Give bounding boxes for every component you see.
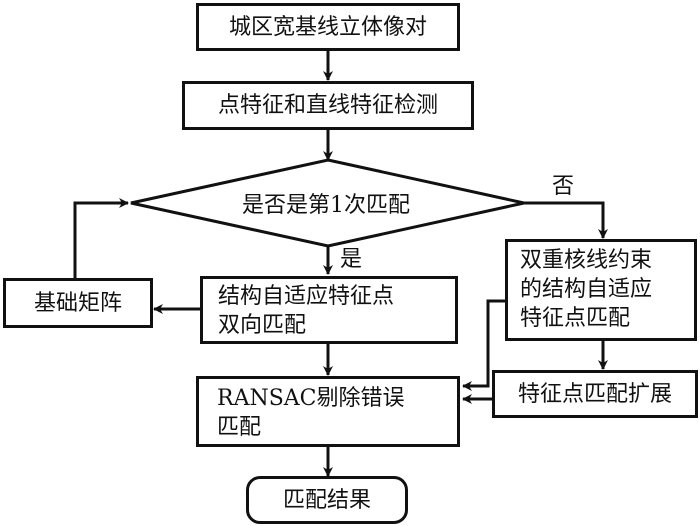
node-decision-label: 是否是第1次匹配	[242, 193, 410, 218]
node-epipolar-line-2: 的结构自适应	[520, 277, 653, 302]
node-bidir-line-1: 结构自适应特征点	[218, 284, 395, 309]
node-ransac: RANSAC剔除错误 匹配	[196, 376, 460, 447]
node-input-label: 城区宽基线立体像对	[228, 14, 427, 40]
edge-label-no: 否	[552, 174, 575, 199]
arrow-decision-to-epipolar	[524, 201, 608, 239]
node-epipolar-matching: 双重核线约束 的结构自适应 特征点匹配	[505, 239, 697, 341]
node-input: 城区宽基线立体像对	[196, 3, 460, 51]
arrow-epipolar-to-ransac	[462, 299, 508, 391]
node-ransac-line-1: RANSAC剔除错误	[217, 386, 405, 411]
node-fundamental-matrix: 基础矩阵	[3, 278, 153, 328]
node-detect-label: 点特征和直线特征检测	[217, 93, 438, 118]
node-result-label: 匹配结果	[282, 487, 371, 513]
node-expand-label: 特征点匹配扩展	[517, 381, 672, 407]
node-bidirectional-matching: 结构自适应特征点 双向匹配	[200, 276, 458, 344]
node-expand: 特征点匹配扩展	[492, 370, 698, 418]
node-bidir-line-2: 双向匹配	[218, 313, 307, 338]
node-epipolar-line-1: 双重核线约束	[520, 248, 653, 273]
edge-label-yes: 是	[340, 247, 363, 272]
node-detect: 点特征和直线特征检测	[182, 81, 474, 130]
node-fundamental-label: 基础矩阵	[33, 290, 122, 316]
node-result: 匹配结果	[246, 476, 408, 524]
node-epipolar-line-3: 特征点匹配	[520, 306, 631, 331]
node-ransac-line-2: 匹配	[217, 415, 262, 440]
arrow-fundamental-to-decision	[73, 198, 129, 278]
